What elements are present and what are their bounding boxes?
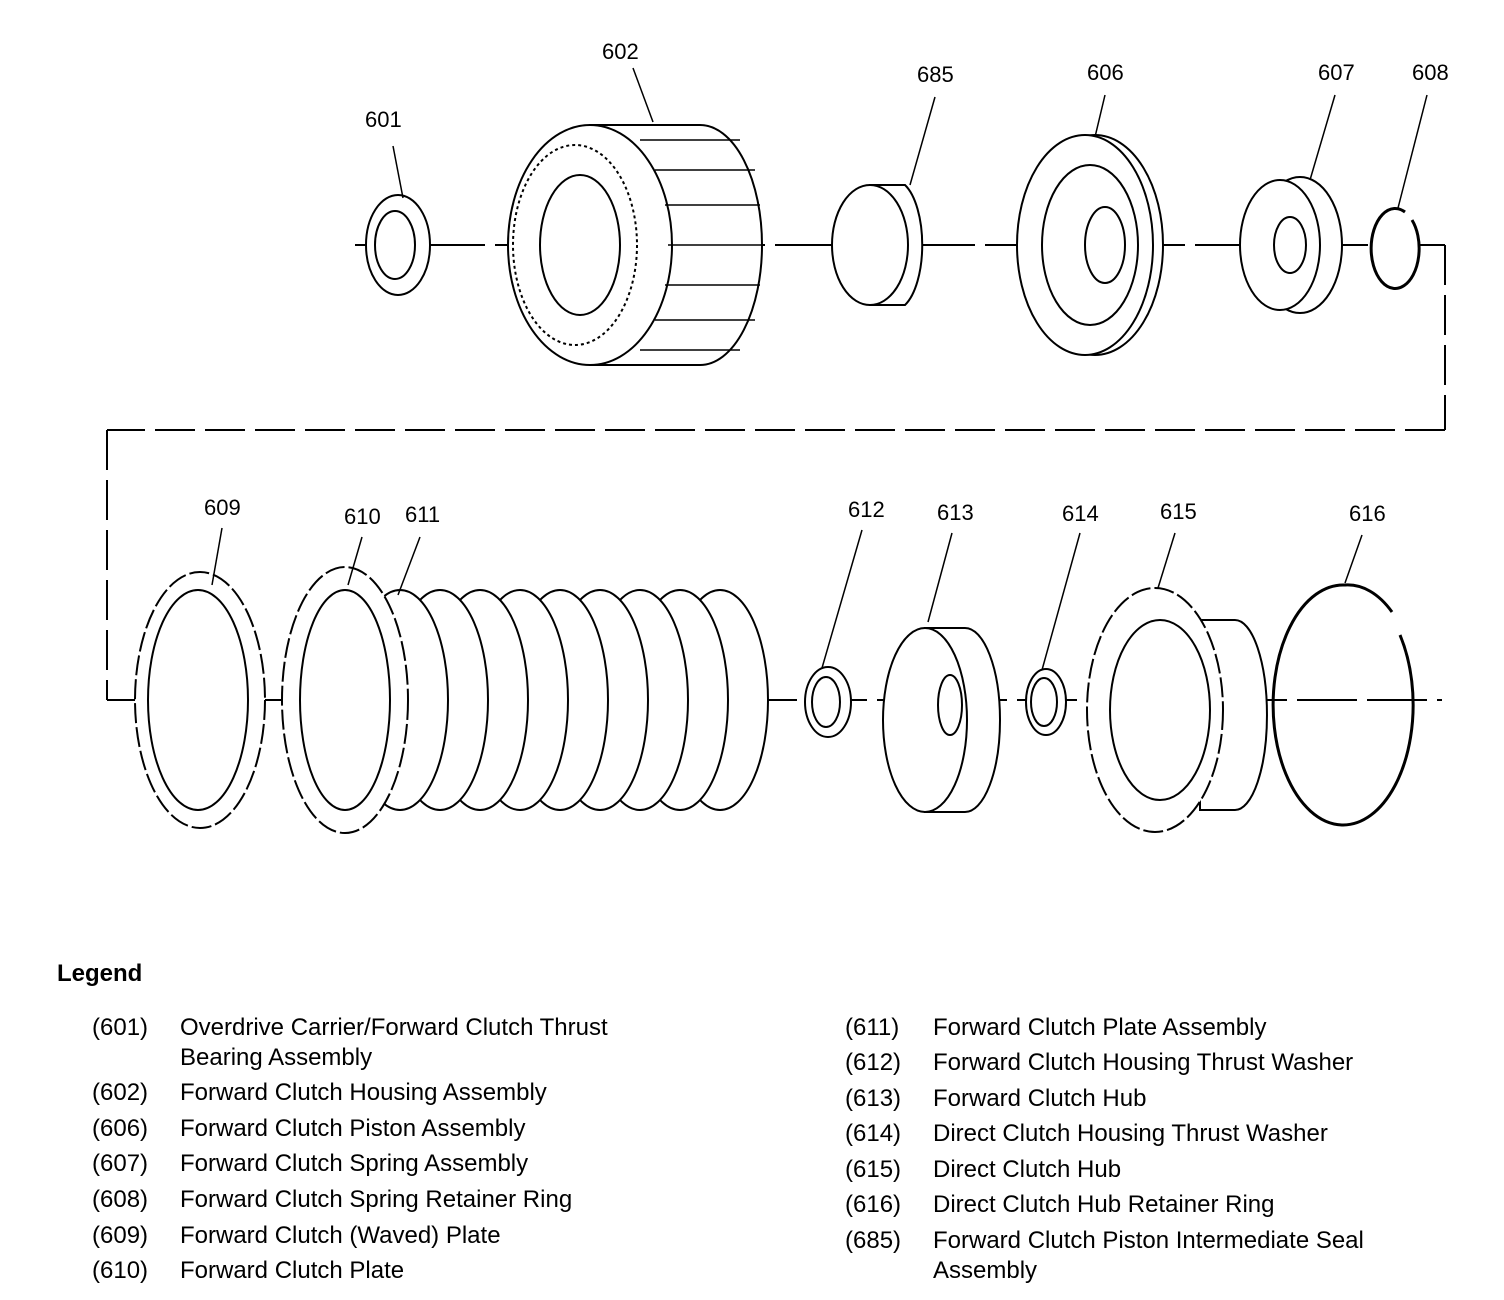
legend-item-number: (612)	[845, 1049, 902, 1076]
legend-item-text: Forward Clutch (Waved) Plate	[180, 1222, 501, 1249]
legend-item-number: (615)	[845, 1156, 902, 1183]
legend-item-text: Forward Clutch Housing Thrust Washer	[933, 1049, 1354, 1076]
part-614-thrust-washer	[1025, 668, 1067, 736]
legend-item-number: (614)	[845, 1120, 902, 1147]
callout-616: 616	[1349, 501, 1386, 526]
exploded-view-diagram: 601 602 685 606 607 608 609 610 611 612 …	[106, 39, 1449, 834]
legend-item-number: (607)	[92, 1150, 149, 1177]
legend-item-text: Direct Clutch Housing Thrust Washer	[933, 1120, 1328, 1147]
legend-item-text: Forward Clutch Housing Assembly	[180, 1079, 547, 1106]
part-607-spring-assembly	[1239, 176, 1343, 314]
part-615-direct-clutch-hub	[1086, 587, 1268, 833]
legend-item-number: (613)	[845, 1085, 902, 1112]
callout-608: 608	[1412, 60, 1449, 85]
part-610-clutch-plate	[281, 566, 409, 834]
callout-612: 612	[848, 497, 885, 522]
callout-614: 614	[1062, 501, 1099, 526]
part-611-plate-stack	[351, 589, 769, 811]
callout-602: 602	[602, 39, 639, 64]
callout-611: 611	[405, 502, 440, 527]
callout-609: 609	[204, 495, 241, 520]
legend-item-text: Forward Clutch Plate	[180, 1257, 405, 1284]
callout-601: 601	[365, 107, 402, 132]
callout-685: 685	[917, 62, 954, 87]
legend-item-number: (608)	[92, 1186, 149, 1213]
callout-610: 610	[344, 504, 381, 529]
legend-item-text: Overdrive Carrier/Forward Clutch Thrust	[180, 1014, 608, 1041]
legend-item-number: (616)	[845, 1191, 902, 1218]
callout-613: 613	[937, 500, 974, 525]
part-613-clutch-hub	[882, 627, 1001, 813]
legend-item-text: Bearing Assembly	[180, 1044, 373, 1071]
legend-item-text: Forward Clutch Piston Assembly	[180, 1115, 526, 1142]
part-616-retainer-ring	[1271, 583, 1415, 827]
legend-item-text: Assembly	[933, 1257, 1038, 1284]
leader-lines	[211, 67, 1428, 671]
part-609-waved-plate	[134, 571, 266, 829]
legend-item-number: (609)	[92, 1222, 149, 1249]
legend-item-text: Direct Clutch Hub	[933, 1156, 1122, 1183]
dashed-connector	[106, 245, 1446, 700]
legend-item-text: Forward Clutch Piston Intermediate Seal	[933, 1227, 1364, 1254]
part-685-intermediate-seal	[831, 184, 924, 306]
part-608-retainer-ring	[1369, 206, 1421, 290]
callout-607: 607	[1318, 60, 1355, 85]
legend-item-text: Forward Clutch Spring Retainer Ring	[180, 1186, 573, 1213]
legend-item-number: (606)	[92, 1115, 149, 1142]
part-601-thrust-bearing	[365, 194, 431, 296]
legend-title: Legend	[57, 960, 143, 987]
part-612-thrust-washer	[804, 666, 852, 738]
legend-item-number: (602)	[92, 1079, 149, 1106]
callout-615: 615	[1160, 499, 1197, 524]
legend-item-number: (611)	[845, 1014, 900, 1041]
part-606-piston	[1016, 134, 1164, 356]
legend-item-text: Forward Clutch Plate Assembly	[933, 1014, 1267, 1041]
legend-item-text: Forward Clutch Hub	[933, 1085, 1147, 1112]
callout-606: 606	[1087, 60, 1124, 85]
legend-item-text: Direct Clutch Hub Retainer Ring	[933, 1191, 1275, 1218]
legend-item-text: Forward Clutch Spring Assembly	[180, 1150, 529, 1177]
part-602-clutch-housing	[507, 124, 763, 366]
legend-item-number: (610)	[92, 1257, 149, 1284]
legend-item-number: (601)	[92, 1014, 149, 1041]
legend-item-number: (685)	[845, 1227, 902, 1254]
